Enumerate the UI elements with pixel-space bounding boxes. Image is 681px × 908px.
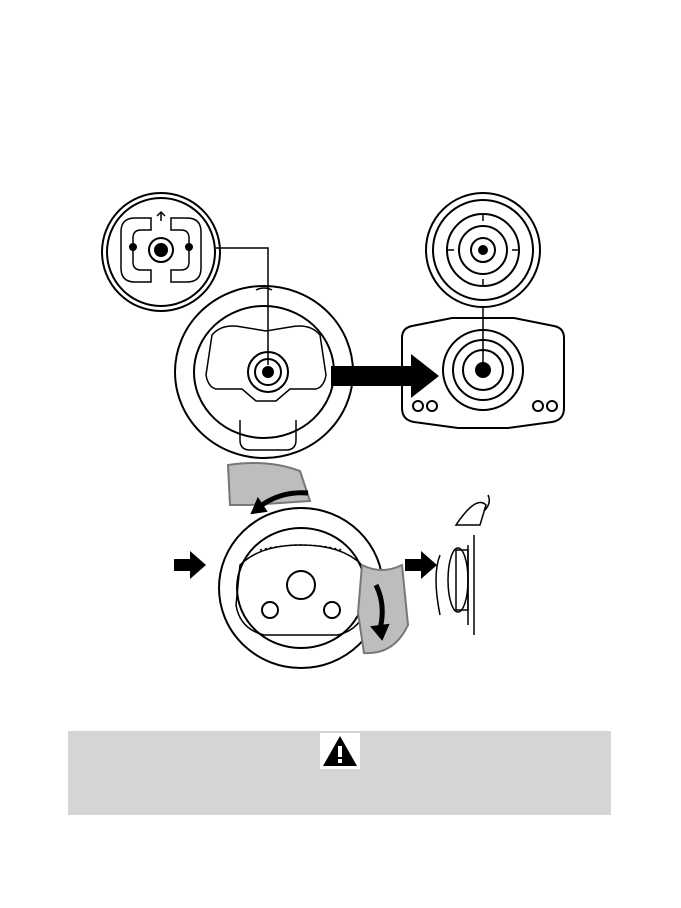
left-pointer-arrow-icon bbox=[174, 551, 206, 579]
wheel-hub-detail-circle bbox=[102, 193, 220, 311]
illustration-wheel-attach bbox=[0, 0, 681, 470]
right-pointer-arrow-icon bbox=[405, 551, 437, 579]
steering-wheel-rear bbox=[175, 286, 353, 458]
side-view-lock bbox=[436, 495, 489, 635]
warning-box bbox=[68, 731, 611, 815]
steering-wheel-front bbox=[219, 508, 383, 668]
base-hub-detail-circle bbox=[426, 193, 540, 307]
attach-arrow-icon bbox=[331, 354, 439, 398]
illustration-lock-rotation bbox=[0, 455, 681, 675]
warning-triangle-icon bbox=[320, 733, 360, 769]
